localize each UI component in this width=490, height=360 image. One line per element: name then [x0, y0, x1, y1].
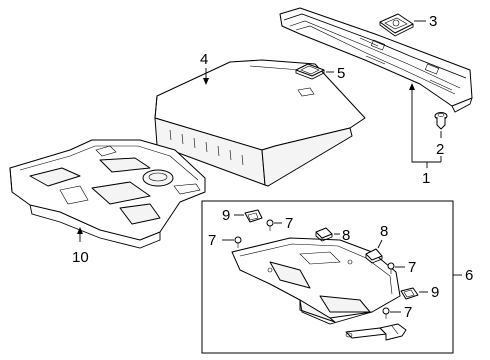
part-7-screw-bottom: [382, 307, 390, 319]
part-6-storage-tub: [231, 237, 401, 325]
arrow-10: [77, 227, 83, 234]
callout-1: 1: [422, 170, 430, 187]
part-7-screw-top: [266, 219, 274, 231]
part-7-screw-right: [387, 262, 395, 274]
part-8-clip-left: [315, 227, 333, 242]
part-6-handle-strap: [345, 323, 407, 341]
callout-4: 4: [200, 51, 208, 68]
callout-9a: 9: [222, 207, 230, 224]
callout-8b: 8: [380, 223, 388, 240]
part-4-load-floor: [154, 59, 366, 187]
bracket-1: [409, 83, 442, 168]
callout-7b: 7: [208, 232, 216, 249]
part-2-push-pin: [434, 112, 448, 130]
part-9-clip-lower: [400, 287, 419, 300]
part-1-rear-sill-trim: [279, 7, 473, 113]
callout-7c: 7: [408, 259, 416, 276]
arrow-4: [203, 78, 209, 85]
assembly-6-box: [201, 200, 454, 354]
leader-8b: [377, 239, 383, 249]
part-8-clip-right: [365, 248, 383, 264]
callout-6: 6: [465, 267, 473, 284]
callout-3: 3: [429, 13, 437, 30]
part-7-screw-left: [234, 236, 242, 248]
callout-2: 2: [436, 141, 444, 158]
callout-8a: 8: [342, 227, 350, 244]
callout-7a: 7: [285, 215, 293, 232]
part-10-storage-tray: [9, 139, 206, 249]
part-9-clip-upper: [244, 209, 263, 223]
callout-7d: 7: [404, 304, 412, 321]
part-3-clip: [379, 13, 414, 37]
callout-5: 5: [337, 65, 345, 82]
callout-9b: 9: [431, 284, 439, 301]
callout-10: 10: [72, 249, 89, 266]
part-5-cover: [295, 63, 325, 80]
